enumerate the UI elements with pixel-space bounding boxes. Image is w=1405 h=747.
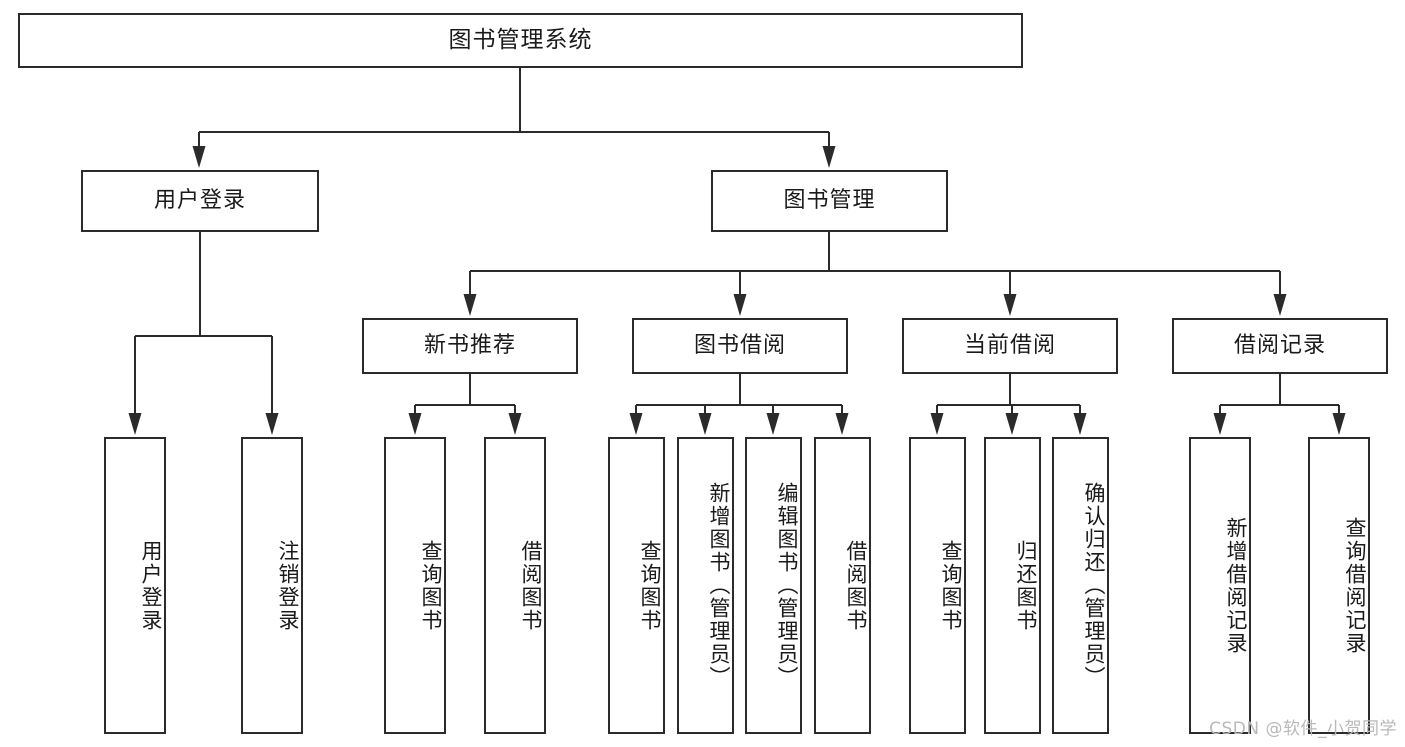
node-leaf-newbook-query-book-label: 查询图书	[419, 539, 443, 632]
node-leaf-records-add-record[interactable]: 新增借阅记录	[1189, 437, 1251, 734]
node-leaf-records-add-record-label: 新增借阅记录	[1224, 516, 1248, 655]
node-leaf-current-confirm-return-admin-label: 确认归还（管理员）	[1082, 482, 1106, 689]
node-current-borrow-label: 当前借阅	[963, 332, 1056, 358]
node-leaf-newbook-borrow-book-label: 借阅图书	[519, 539, 543, 632]
node-root-label: 图书管理系统	[448, 26, 593, 53]
node-leaf-user-logout[interactable]: 注销登录	[241, 437, 303, 734]
node-leaf-current-query-book-label: 查询图书	[939, 539, 963, 632]
node-leaf-records-query-record-label: 查询借阅记录	[1343, 516, 1367, 655]
node-leaf-borrow-add-book-admin[interactable]: 新增图书（管理员）	[677, 437, 734, 734]
node-root[interactable]: 图书管理系统	[18, 13, 1023, 68]
node-book-management-label: 图书管理	[783, 187, 876, 213]
node-borrow-records[interactable]: 借阅记录	[1172, 318, 1388, 374]
node-leaf-user-login-label: 用户登录	[139, 539, 163, 632]
watermark: CSDN @软件_小贺同学	[1209, 719, 1397, 739]
node-leaf-current-return-book-label: 归还图书	[1014, 539, 1038, 632]
node-book-borrow-label: 图书借阅	[693, 332, 786, 358]
node-leaf-borrow-edit-book-admin[interactable]: 编辑图书（管理员）	[745, 437, 802, 734]
node-user-login[interactable]: 用户登录	[81, 170, 319, 232]
node-leaf-newbook-query-book[interactable]: 查询图书	[384, 437, 446, 734]
node-leaf-current-return-book[interactable]: 归还图书	[984, 437, 1041, 734]
node-leaf-user-login[interactable]: 用户登录	[104, 437, 166, 734]
node-leaf-records-query-record[interactable]: 查询借阅记录	[1308, 437, 1370, 734]
node-leaf-borrow-query-book[interactable]: 查询图书	[608, 437, 665, 734]
node-leaf-current-query-book[interactable]: 查询图书	[909, 437, 966, 734]
node-book-management[interactable]: 图书管理	[711, 170, 948, 232]
node-leaf-borrow-borrow-book[interactable]: 借阅图书	[814, 437, 871, 734]
node-leaf-user-logout-label: 注销登录	[276, 539, 300, 632]
node-leaf-borrow-add-book-admin-label: 新增图书（管理员）	[707, 482, 731, 689]
node-new-book-recommend[interactable]: 新书推荐	[362, 318, 578, 374]
node-leaf-current-confirm-return-admin[interactable]: 确认归还（管理员）	[1052, 437, 1109, 734]
node-current-borrow[interactable]: 当前借阅	[902, 318, 1118, 374]
node-book-borrow[interactable]: 图书借阅	[632, 318, 848, 374]
node-borrow-records-label: 借阅记录	[1233, 332, 1326, 358]
node-leaf-borrow-query-book-label: 查询图书	[638, 539, 662, 632]
node-leaf-borrow-edit-book-admin-label: 编辑图书（管理员）	[775, 482, 799, 689]
node-user-login-label: 用户登录	[153, 187, 246, 213]
node-leaf-borrow-borrow-book-label: 借阅图书	[844, 539, 868, 632]
node-leaf-newbook-borrow-book[interactable]: 借阅图书	[484, 437, 546, 734]
node-new-book-recommend-label: 新书推荐	[423, 332, 516, 358]
